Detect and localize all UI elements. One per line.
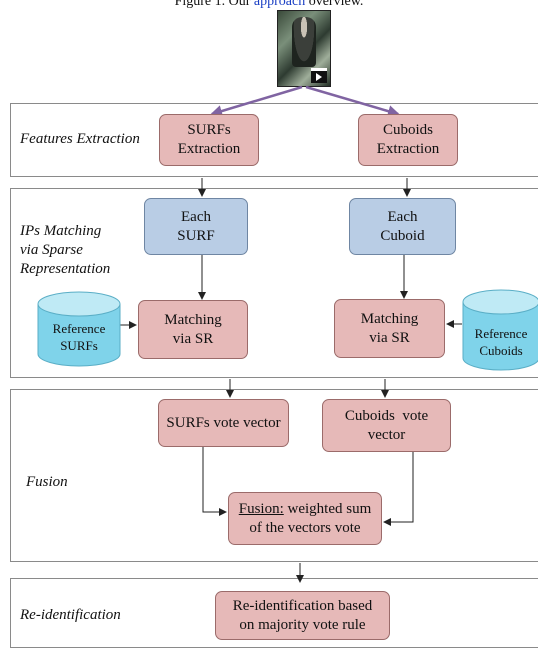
reference-cuboids-line1: Reference — [474, 326, 528, 341]
stage-label-matching-line1: IPs Matching — [20, 223, 102, 239]
each-surf-line2: SURF — [177, 227, 215, 244]
arrow-video-to-surfs — [210, 85, 303, 117]
caption-suffix: overview. — [305, 0, 364, 9]
each-surf-line1: Each — [181, 208, 211, 225]
each-cuboid-line1: Each — [387, 208, 418, 225]
surfs-extraction-line2: Extraction — [177, 141, 241, 157]
cuboids-extraction-line2: Extraction — [376, 141, 440, 157]
input-video-thumbnail — [277, 10, 331, 87]
cuboids-extraction-line1: Cuboids — [382, 122, 433, 138]
video-person — [292, 17, 316, 67]
matching-cuboid-box: Matching via SR — [334, 299, 445, 358]
surfs-vote-vector-box: SURFs vote vector — [158, 399, 289, 447]
reference-cuboids-database-icon — [462, 289, 538, 371]
reid-line2: on majority vote rule — [239, 616, 366, 633]
reference-cuboids-label: Reference Cuboids — [463, 325, 538, 359]
figure-caption: Figure 1. Our approach overview. — [0, 0, 538, 10]
reid-line1: Re-identification based — [232, 597, 373, 614]
fusion-underlined: Fusion: — [238, 500, 284, 517]
fusion-line2: of the vectors vote — [249, 519, 361, 536]
caption-link[interactable]: approach — [253, 0, 306, 9]
arrow-cuboids-vote-to-fusion — [383, 452, 414, 526]
matching-surf-line2: via SR — [172, 330, 214, 347]
arrow-surfs-vote-to-fusion — [202, 446, 227, 516]
video-clapper-icon — [311, 68, 327, 83]
cuboids-vote-line2: vector — [367, 426, 406, 443]
cuboids-vote-vector-box: Cuboids vote vector — [322, 399, 451, 452]
reference-surfs-line1: Reference — [52, 321, 106, 336]
stage-label-matching: IPs Matching via Sparse Representation — [20, 222, 110, 279]
matching-surf-line1: Matching — [164, 311, 222, 328]
arrow-video-to-cuboids — [305, 85, 400, 117]
surfs-extraction-line1: SURFs — [187, 122, 231, 138]
fusion-rest1: weighted sum — [283, 500, 372, 517]
reference-surfs-database-icon — [37, 291, 121, 367]
stage-label-fusion: Fusion — [26, 474, 68, 490]
each-cuboid-line2: Cuboid — [380, 227, 425, 244]
reference-cuboids-line2: Cuboids — [479, 343, 523, 358]
cuboids-vote-line1: Cuboids vote — [344, 407, 429, 424]
caption-prefix: Figure 1. Our — [174, 0, 254, 9]
fusion-box: Fusion: weighted sum of the vectors vote — [228, 492, 382, 545]
matching-cuboid-line2: via SR — [369, 329, 410, 346]
matching-cuboid-line1: Matching — [360, 310, 419, 327]
matching-surf-box: Matching via SR — [138, 300, 248, 359]
surfs-vote-line1: SURFs vote vector — [166, 414, 281, 431]
reid-box: Re-identification based on majority vote … — [215, 591, 390, 640]
stage-label-features: Features Extraction — [20, 131, 140, 147]
reference-surfs-label: Reference SURFs — [38, 320, 120, 354]
stage-label-matching-line3: Representation — [20, 261, 111, 277]
stage-label-reid: Re-identification — [20, 607, 121, 623]
reference-surfs-line2: SURFs — [60, 338, 98, 353]
stage-label-matching-line2: via Sparse — [20, 242, 83, 258]
